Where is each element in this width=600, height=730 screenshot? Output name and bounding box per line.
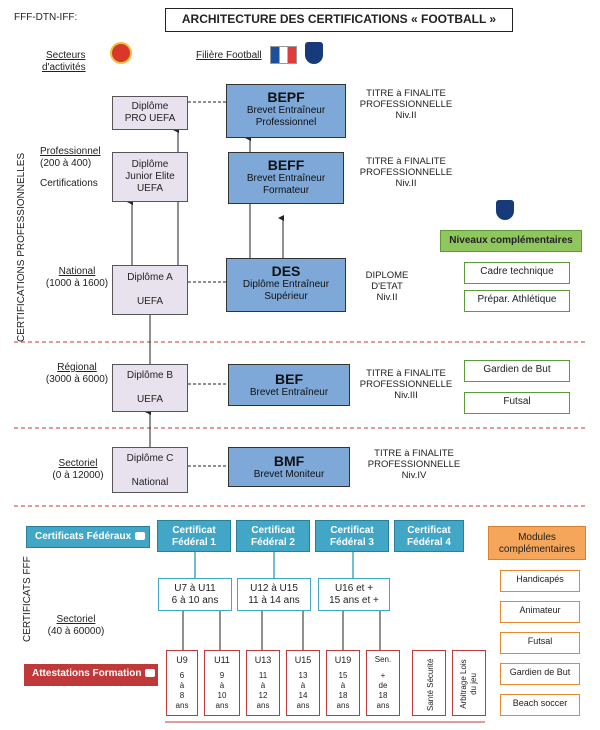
comp-item-prepar: Prépar. Athlétique — [464, 290, 570, 312]
activites-label: d'activités — [42, 62, 86, 73]
module-animateur: Animateur — [500, 601, 580, 623]
comp-item-cadre: Cadre technique — [464, 262, 570, 284]
side-label-fff: CERTIFICATS FFF — [22, 556, 33, 642]
attestation-sante-securite: Santé Sécurité — [412, 650, 446, 716]
attestation-arbitrage: Arbitrage Lois du jeu — [452, 650, 486, 716]
level-sectoriel-2: Sectoriel (40 à 60000) — [47, 614, 105, 637]
comp-item-gardien: Gardien de But — [464, 360, 570, 382]
module-futsal: Futsal — [500, 632, 580, 654]
age-box-3: U16 et +15 ans et + — [318, 578, 390, 611]
certificats-federaux-label: Certificats Fédéraux — [26, 526, 150, 548]
uefa-logo-icon — [110, 42, 132, 64]
level-professionnel: Professionnel (200 à 400) Certifications — [40, 146, 101, 189]
filiere-label: Filière Football — [196, 50, 262, 61]
side-label-pro: CERTIFICATIONS PROFESSIONNELLES — [16, 152, 27, 342]
fff-logo-icon — [305, 42, 323, 64]
comp-item-futsal: Futsal — [464, 392, 570, 414]
french-flag-icon — [270, 46, 297, 64]
level-sectoriel-1: Sectoriel (0 à 12000) — [52, 458, 104, 481]
module-handicapes: Handicapés — [500, 570, 580, 592]
page-title: ARCHITECTURE DES CERTIFICATIONS « FOOTBA… — [165, 8, 513, 32]
module-beach-soccer: Beach soccer — [500, 694, 580, 716]
attestations-formation-label: Attestations Formation — [24, 664, 158, 686]
doc-icon — [145, 669, 156, 678]
secteurs-label: Secteurs — [46, 50, 86, 61]
module-gardien: Gardien de But — [500, 663, 580, 685]
fff-logo-icon — [496, 200, 514, 220]
doc-icon — [135, 532, 146, 541]
level-national: National (1000 à 1600) — [45, 266, 109, 289]
niveaux-complementaires-header: Niveaux complémentaires — [440, 230, 582, 252]
level-regional: Régional (3000 à 6000) — [45, 362, 109, 385]
org-label: FFF-DTN-IFF: — [14, 12, 78, 23]
